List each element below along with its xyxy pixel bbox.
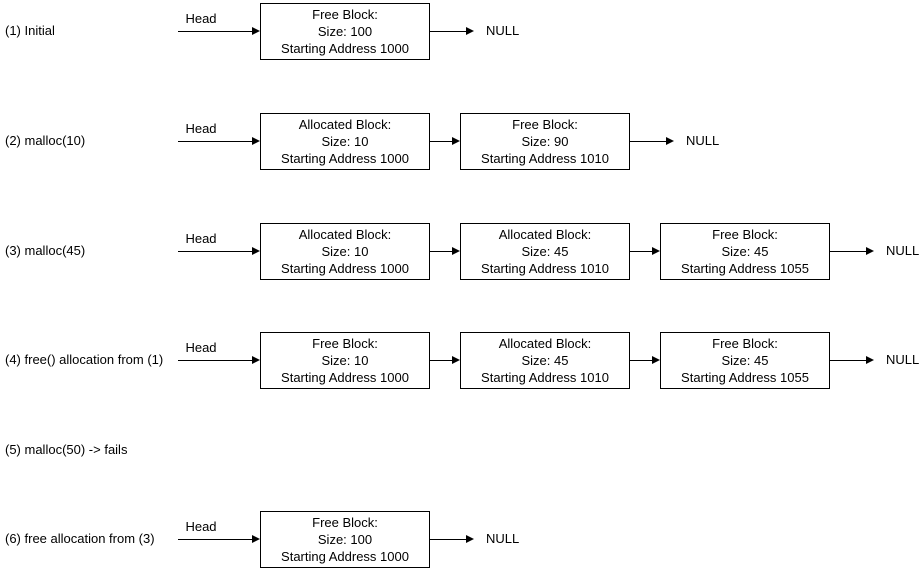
allocated-block: Allocated Block: Size: 10 Starting Addre…	[260, 113, 430, 170]
null-pointer-arrow	[830, 356, 874, 364]
step-label: (2) malloc(10)	[5, 133, 86, 148]
block-size-label: Size: 100	[317, 532, 373, 547]
block-size-label: Size: 10	[321, 244, 369, 259]
diagram-row-2: (2) malloc(10) Head Allocated Block: Siz…	[0, 113, 921, 170]
null-label: NULL	[886, 243, 920, 258]
head-pointer-label: Head	[185, 231, 217, 246]
head-arrow	[178, 247, 260, 255]
block-size-label: Size: 90	[521, 134, 569, 149]
block-address-label: Starting Address 1000	[281, 151, 409, 166]
null-label: NULL	[686, 133, 720, 148]
free-block: Free Block: Size: 45 Starting Address 10…	[660, 223, 830, 280]
null-pointer-arrow	[430, 27, 474, 35]
next-pointer-arrow	[630, 247, 660, 255]
free-block: Free Block: Size: 45 Starting Address 10…	[660, 332, 830, 389]
block-address-label: Starting Address 1055	[681, 370, 809, 385]
free-block: Free Block: Size: 100 Starting Address 1…	[260, 511, 430, 568]
block-address-label: Starting Address 1010	[481, 151, 609, 166]
step-label: (3) malloc(45)	[5, 243, 86, 258]
block-size-label: Size: 45	[521, 353, 569, 368]
step-label: (6) free allocation from (3)	[5, 531, 155, 546]
block-type-label: Allocated Block:	[498, 336, 592, 351]
block-address-label: Starting Address 1010	[481, 261, 609, 276]
null-pointer-arrow	[830, 247, 874, 255]
block-address-label: Starting Address 1055	[681, 261, 809, 276]
block-size-label: Size: 100	[317, 24, 373, 39]
head-pointer-label: Head	[185, 519, 217, 534]
block-size-label: Size: 45	[521, 244, 569, 259]
head-arrow	[178, 356, 260, 364]
block-address-label: Starting Address 1000	[281, 549, 409, 564]
block-size-label: Size: 10	[321, 353, 369, 368]
step-label: (4) free() allocation from (1)	[5, 352, 164, 367]
head-arrow	[178, 27, 260, 35]
free-block: Free Block: Size: 90 Starting Address 10…	[460, 113, 630, 170]
null-pointer-arrow	[630, 137, 674, 145]
block-address-label: Starting Address 1000	[281, 261, 409, 276]
head-pointer-label: Head	[185, 121, 217, 136]
block-address-label: Starting Address 1000	[281, 41, 409, 56]
head-pointer-label: Head	[185, 340, 217, 355]
null-label: NULL	[886, 352, 920, 367]
block-size-label: Size: 45	[721, 353, 769, 368]
next-pointer-arrow	[430, 247, 460, 255]
block-type-label: Allocated Block:	[298, 117, 392, 132]
next-pointer-arrow	[430, 356, 460, 364]
block-type-label: Free Block:	[312, 515, 378, 530]
null-pointer-arrow	[430, 535, 474, 543]
step-label: (5) malloc(50) -> fails	[5, 442, 128, 457]
diagram-row-6: (6) free allocation from (3) Head Free B…	[0, 511, 921, 568]
allocated-block: Allocated Block: Size: 45 Starting Addre…	[460, 223, 630, 280]
block-address-label: Starting Address 1010	[481, 370, 609, 385]
block-type-label: Allocated Block:	[498, 227, 592, 242]
block-type-label: Free Block:	[712, 336, 778, 351]
block-size-label: Size: 10	[321, 134, 369, 149]
block-type-label: Free Block:	[712, 227, 778, 242]
next-pointer-arrow	[630, 356, 660, 364]
diagram-row-1: (1) Initial Head Free Block: Size: 100 S…	[0, 3, 921, 60]
block-address-label: Starting Address 1000	[281, 370, 409, 385]
step-label: (1) Initial	[5, 23, 55, 38]
head-pointer-label: Head	[185, 11, 217, 26]
block-type-label: Allocated Block:	[298, 227, 392, 242]
head-arrow	[178, 137, 260, 145]
block-type-label: Free Block:	[512, 117, 578, 132]
diagram-row-4: (4) free() allocation from (1) Head Free…	[0, 332, 921, 389]
free-block: Free Block: Size: 100 Starting Address 1…	[260, 3, 430, 60]
null-label: NULL	[486, 23, 520, 38]
diagram-row-3: (3) malloc(45) Head Allocated Block: Siz…	[0, 223, 921, 280]
free-block: Free Block: Size: 10 Starting Address 10…	[260, 332, 430, 389]
next-pointer-arrow	[430, 137, 460, 145]
allocated-block: Allocated Block: Size: 10 Starting Addre…	[260, 223, 430, 280]
null-label: NULL	[486, 531, 520, 546]
block-type-label: Free Block:	[312, 336, 378, 351]
block-type-label: Free Block:	[312, 7, 378, 22]
allocated-block: Allocated Block: Size: 45 Starting Addre…	[460, 332, 630, 389]
head-arrow	[178, 535, 260, 543]
block-size-label: Size: 45	[721, 244, 769, 259]
